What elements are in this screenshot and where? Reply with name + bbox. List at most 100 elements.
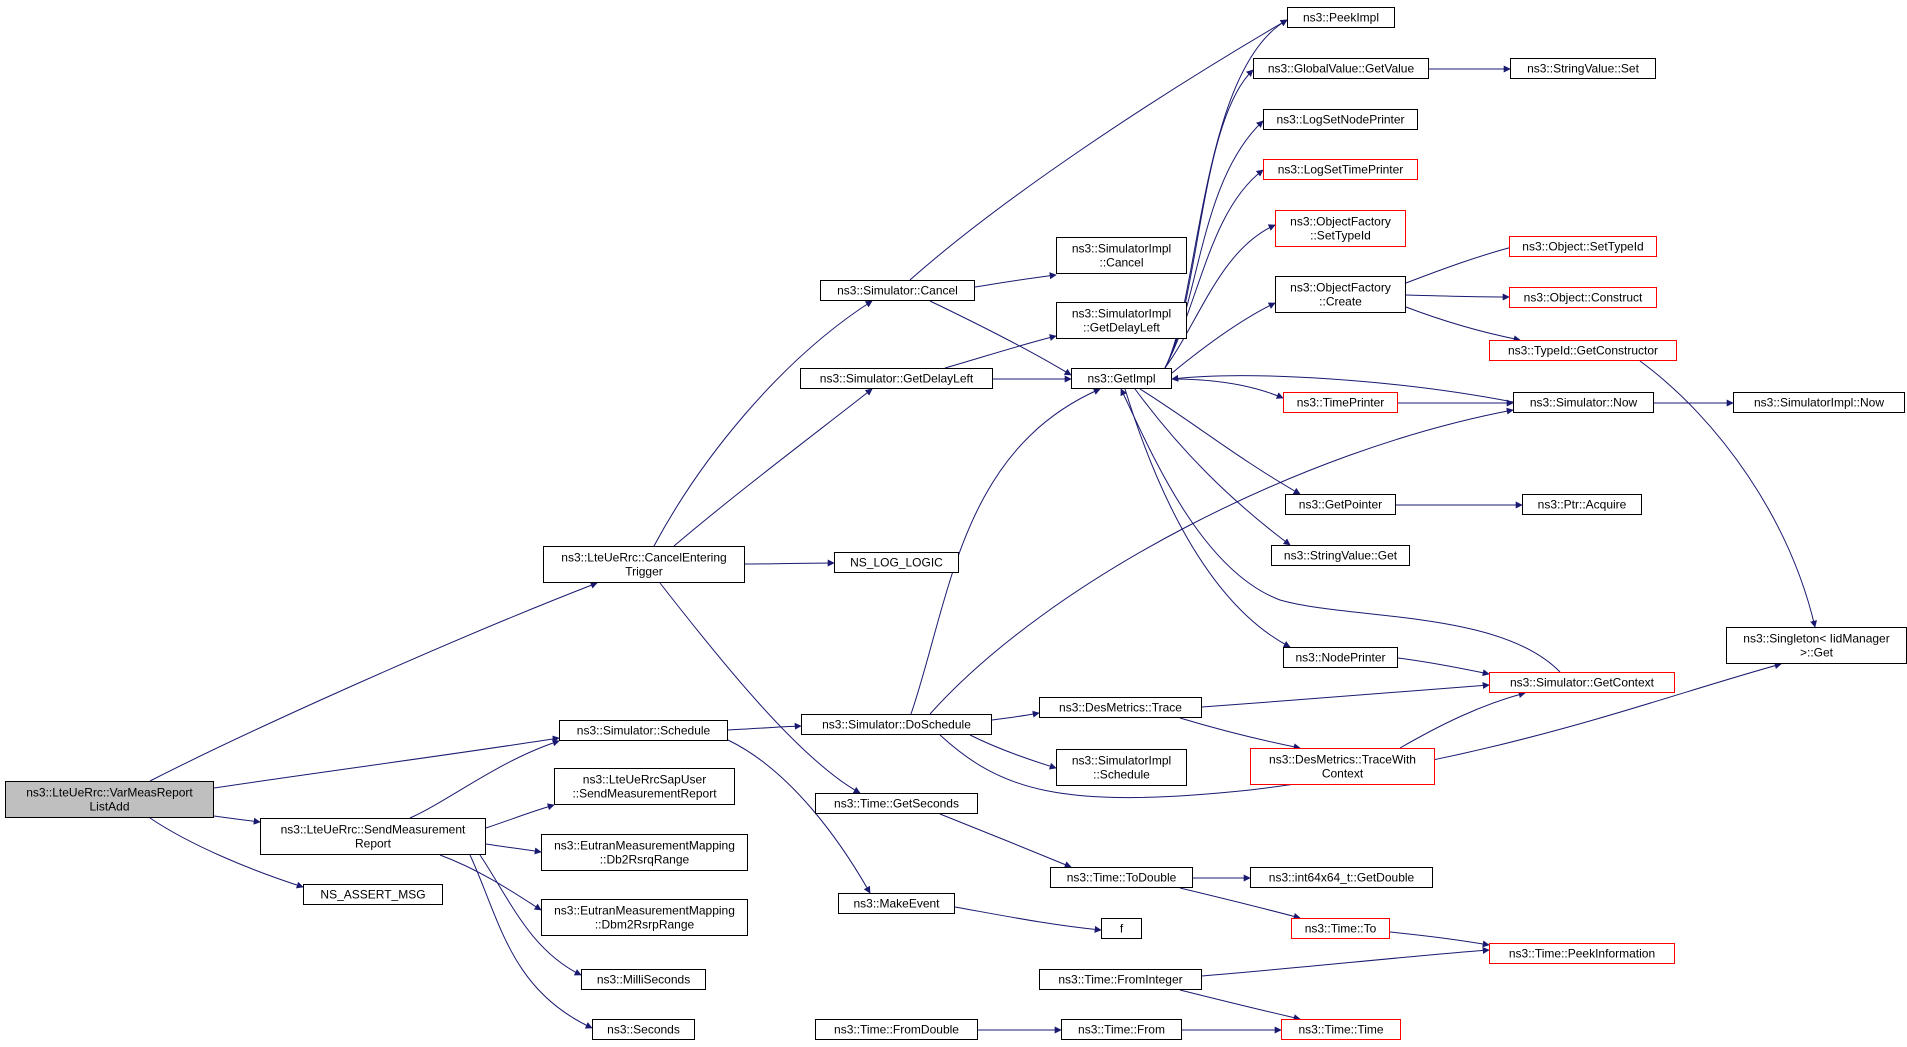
node-impl-get-delay-left[interactable]: ns3::SimulatorImpl::GetDelayLeft (1056, 302, 1187, 339)
call-edge-from-doSchedule (969, 734, 1057, 770)
edge-arrow (1389, 931, 1490, 948)
node-box (1275, 210, 1406, 247)
node-global-get-value[interactable]: ns3::GlobalValue::GetValue (1253, 58, 1429, 79)
node-time-from-integer[interactable]: ns3::Time::FromInteger (1039, 969, 1202, 990)
edge-arrow (1405, 306, 1521, 343)
node-label: ns3::GetImpl (1087, 372, 1155, 386)
edge-arrow (1134, 388, 1291, 546)
node-make-event[interactable]: ns3::MakeEvent (838, 893, 955, 914)
node-time-to[interactable]: ns3::Time::To (1291, 918, 1390, 939)
node-obj-construct[interactable]: ns3::Object::Construct (1509, 287, 1657, 308)
edge-arrow (1201, 681, 1490, 708)
node-box (1275, 276, 1406, 313)
node-do-schedule[interactable]: ns3::Simulator::DoSchedule (801, 714, 992, 735)
node-impl-cancel[interactable]: ns3::SimulatorImpl::Cancel (1056, 237, 1187, 274)
node-schedule[interactable]: ns3::Simulator::Schedule (559, 720, 728, 741)
edge-arrow (1164, 120, 1264, 369)
node-box (834, 552, 959, 573)
node-box (541, 899, 748, 936)
node-label: ListAdd (89, 800, 129, 814)
node-label: ::SetTypeId (1310, 229, 1371, 243)
node-label: ns3::LogSetTimePrinter (1278, 163, 1404, 177)
node-dbm2-rsrp[interactable]: ns3::EutranMeasurementMapping::Dbm2RsrpR… (541, 899, 748, 936)
node-log-set-node-printer[interactable]: ns3::LogSetNodePrinter (1263, 109, 1418, 130)
node-peek-impl[interactable]: ns3::PeekImpl (1287, 7, 1395, 28)
node-milli-seconds[interactable]: ns3::MilliSeconds (581, 969, 706, 990)
node-time-get-seconds[interactable]: ns3::Time::GetSeconds (815, 793, 978, 814)
node-log-set-time-printer[interactable]: ns3::LogSetTimePrinter (1263, 159, 1418, 180)
node-label: f (1120, 922, 1124, 936)
node-box (838, 893, 955, 914)
node-ns-log-logic[interactable]: NS_LOG_LOGIC (834, 552, 959, 573)
call-edge-from-desTrace (1201, 681, 1490, 708)
edge-arrow (991, 710, 1040, 721)
node-impl-schedule[interactable]: ns3::SimulatorImpl::Schedule (1056, 749, 1187, 786)
node-node-printer[interactable]: ns3::NodePrinter (1283, 647, 1398, 668)
call-edge-from-root (213, 815, 261, 825)
call-edge-from-root (149, 582, 598, 782)
node-f-node[interactable]: f (1101, 918, 1142, 939)
node-sim-cancel[interactable]: ns3::Simulator::Cancel (820, 280, 975, 301)
node-sim-get-context[interactable]: ns3::Simulator::GetContext (1489, 672, 1675, 693)
node-label: ns3::TypeId::GetConstructor (1508, 344, 1658, 358)
node-box (1283, 392, 1398, 413)
node-type-id-get-ctor[interactable]: ns3::TypeId::GetConstructor (1489, 340, 1677, 361)
node-string-value-get[interactable]: ns3::StringValue::Get (1271, 545, 1410, 566)
node-get-impl[interactable]: ns3::GetImpl (1071, 368, 1172, 389)
node-label: Context (1322, 767, 1364, 781)
node-impl-now[interactable]: ns3::SimulatorImpl::Now (1733, 392, 1905, 413)
node-label: ns3::GlobalValue::GetValue (1268, 62, 1415, 76)
node-int64-get-double[interactable]: ns3::int64x64_t::GetDouble (1250, 867, 1433, 888)
call-edge-from-schedule (727, 722, 802, 731)
node-sim-now[interactable]: ns3::Simulator::Now (1513, 392, 1654, 413)
node-label: ns3::Time::PeekInformation (1509, 947, 1655, 961)
node-get-pointer[interactable]: ns3::GetPointer (1285, 494, 1396, 515)
node-send-meas[interactable]: ns3::LteUeRrc::SendMeasurementReport (260, 818, 486, 855)
call-edge-from-getImpl (1164, 224, 1276, 369)
edge-arrow (213, 735, 560, 789)
node-label: ns3::Time::GetSeconds (834, 797, 959, 811)
node-string-value-set[interactable]: ns3::StringValue::Set (1510, 58, 1656, 79)
edge-arrow (1164, 169, 1264, 369)
call-edge-from-getImpl (1164, 169, 1264, 369)
node-box (1287, 7, 1395, 28)
node-time-from[interactable]: ns3::Time::From (1061, 1019, 1182, 1040)
node-des-trace[interactable]: ns3::DesMetrics::Trace (1039, 697, 1202, 718)
call-edge-from-sendMeas (469, 854, 593, 1029)
node-singleton-get[interactable]: ns3::Singleton< IidManager>::Get (1726, 627, 1907, 664)
call-edge-from-simCancel (929, 300, 1072, 376)
node-label: ::GetDelayLeft (1083, 321, 1160, 335)
call-edge-from-simCancel (909, 19, 1288, 281)
node-obj-set-type-id[interactable]: ns3::Object::SetTypeId (1509, 236, 1657, 257)
node-sap-user-send[interactable]: ns3::LteUeRrcSapUser::SendMeasurementRep… (554, 768, 735, 805)
node-box (1283, 647, 1398, 668)
node-time-time[interactable]: ns3::Time::Time (1281, 1019, 1401, 1040)
node-sim-get-delay-left[interactable]: ns3::Simulator::GetDelayLeft (800, 368, 993, 389)
node-label: ns3::SimulatorImpl (1072, 307, 1171, 321)
call-edge-from-sendMeas (439, 854, 542, 911)
node-db2-rsrq[interactable]: ns3::EutranMeasurementMapping::Db2RsrqRa… (541, 834, 748, 871)
node-seconds[interactable]: ns3::Seconds (592, 1019, 695, 1040)
node-box (1101, 918, 1142, 939)
node-label: ns3::Object::SetTypeId (1522, 240, 1643, 254)
nodes-layer: ns3::LteUeRrc::VarMeasReportListAddns3::… (5, 7, 1907, 1040)
node-label: ns3::Ptr::Acquire (1538, 498, 1627, 512)
node-label: ns3::EutranMeasurementMapping (554, 904, 735, 918)
node-label: ns3::Time::From (1078, 1023, 1165, 1037)
node-label: ::Dbm2RsrpRange (595, 918, 695, 932)
node-assert-msg[interactable]: NS_ASSERT_MSG (303, 884, 443, 905)
node-of-create[interactable]: ns3::ObjectFactory::Create (1275, 276, 1406, 313)
node-box (1050, 867, 1193, 888)
node-time-from-double[interactable]: ns3::Time::FromDouble (815, 1019, 978, 1040)
node-time-peek-info[interactable]: ns3::Time::PeekInformation (1489, 943, 1675, 964)
node-time-printer[interactable]: ns3::TimePrinter (1283, 392, 1398, 413)
node-ptr-acquire[interactable]: ns3::Ptr::Acquire (1522, 494, 1642, 515)
node-time-to-double[interactable]: ns3::Time::ToDouble (1050, 867, 1193, 888)
node-of-set-type-id[interactable]: ns3::ObjectFactory::SetTypeId (1275, 210, 1406, 247)
edge-arrow (149, 582, 598, 782)
node-label: ns3::NodePrinter (1295, 651, 1385, 665)
